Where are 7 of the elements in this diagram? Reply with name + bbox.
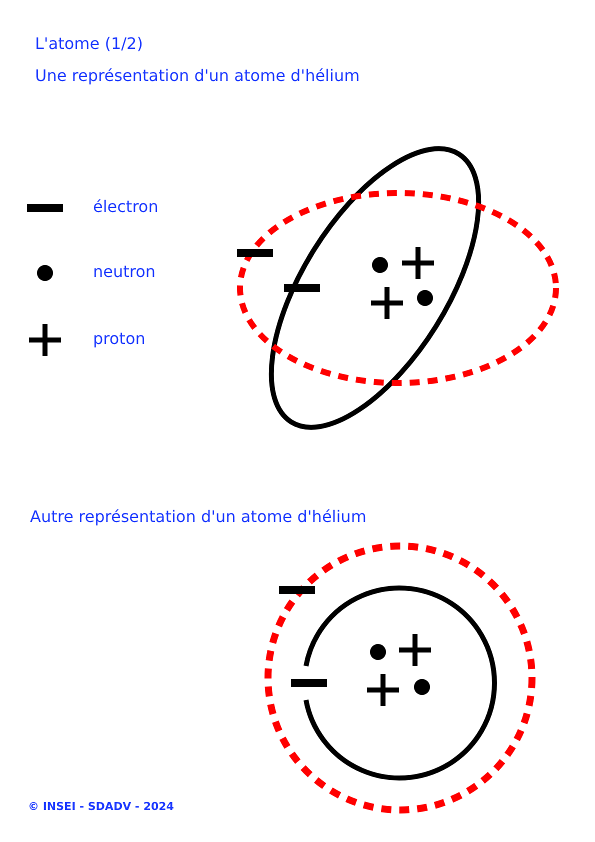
subtitle: Autre représentation d'un atome d'hélium [30, 507, 366, 526]
legend-label: électron [93, 197, 158, 216]
legend-label: neutron [93, 262, 156, 281]
legend-label: proton [93, 329, 146, 348]
copyright-note: © INSEI - SDADV - 2024 [28, 800, 174, 813]
title: L'atome (1/2) [35, 34, 143, 53]
subtitle: Une représentation d'un atome d'hélium [35, 66, 360, 85]
